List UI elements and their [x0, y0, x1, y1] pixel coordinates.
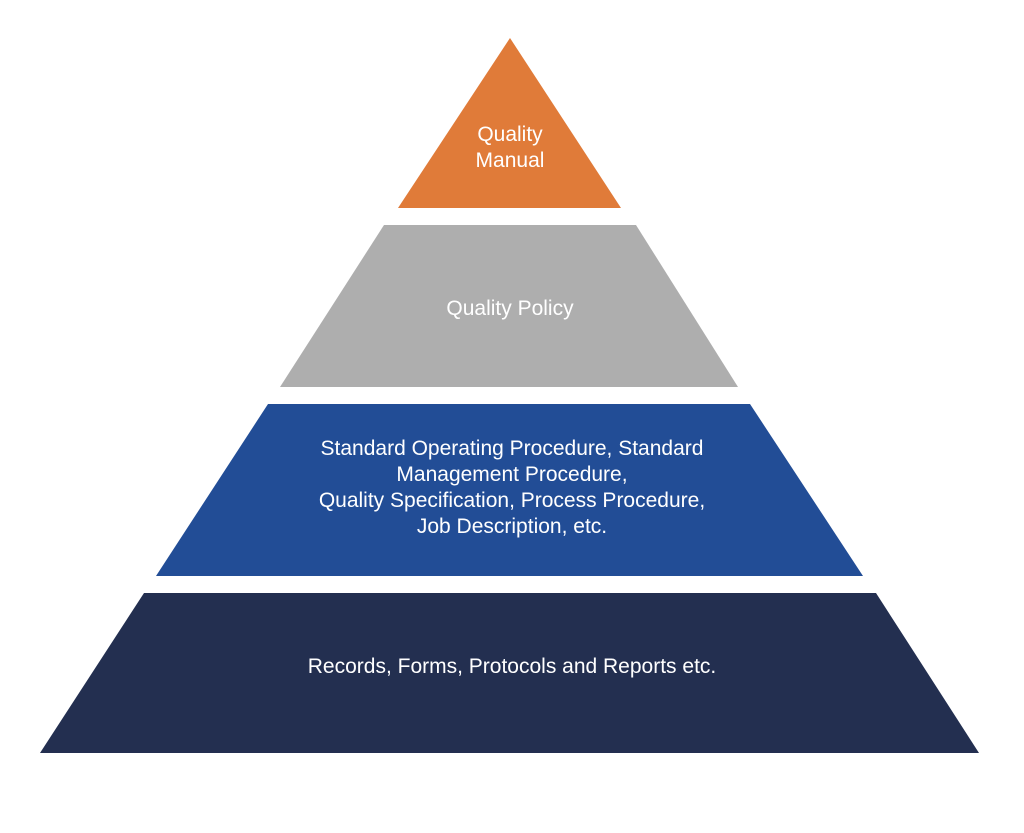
tier-label-line: Quality: [477, 123, 543, 146]
tier-quality-policy-label: Quality Policy: [330, 296, 690, 322]
tier-label-line: Job Description, etc.: [416, 515, 608, 538]
tier-quality-manual-label: Quality Manual: [420, 122, 600, 174]
tier-quality-manual-shape: [398, 38, 621, 208]
tier-procedures-shape: [156, 404, 863, 576]
tier-label-line: Records, Forms, Protocols and Reports et…: [307, 655, 717, 678]
tier-label-line: Standard Operating Procedure, Standard: [320, 437, 704, 460]
tier-label-line: Quality Policy: [446, 297, 574, 320]
tier-quality-policy-shape: [280, 225, 738, 387]
tier-records-shape: [40, 593, 979, 753]
tier-label-line: Quality Specification, Process Procedure…: [318, 489, 706, 512]
tier-procedures-label: Standard Operating Procedure, Standard M…: [220, 436, 804, 540]
tier-records-label: Records, Forms, Protocols and Reports et…: [150, 654, 874, 680]
tier-label-line: Management Procedure,: [396, 463, 628, 486]
tier-label-line: Manual: [475, 149, 545, 172]
